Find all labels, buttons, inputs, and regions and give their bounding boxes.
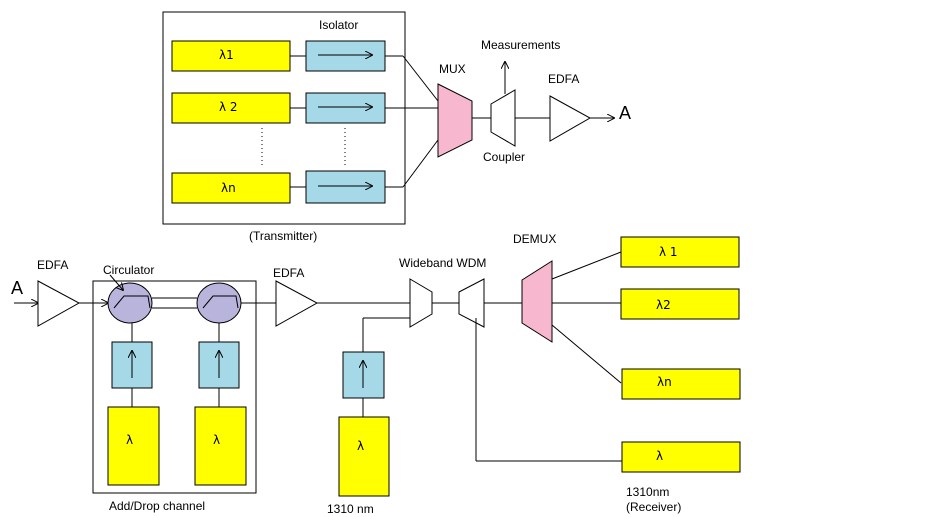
measurements-label: Measurements xyxy=(481,38,561,52)
coupler-label: Coupler xyxy=(483,150,526,164)
fiber xyxy=(551,324,622,384)
tx-isolator-2 xyxy=(305,92,386,124)
fiber xyxy=(402,139,439,188)
receiver-caption-line2: (Receiver) xyxy=(626,500,682,514)
tx-laser-2 xyxy=(171,92,291,124)
edfa-in-label: EDFA xyxy=(37,258,69,272)
amplifier-triangle-icon xyxy=(275,280,319,327)
rx-box-1310 xyxy=(621,441,741,473)
tx-isolator-n xyxy=(305,170,386,204)
tx-laser-n-label: λn xyxy=(221,181,236,195)
rx-box-n-label: λn xyxy=(657,375,672,389)
node-a-in-label: A xyxy=(11,278,24,298)
edfa-top-label: EDFA xyxy=(548,72,580,86)
circulator-label: Circulator xyxy=(103,263,155,277)
rx-box-1 xyxy=(620,236,740,268)
amplifier-triangle-icon xyxy=(549,95,592,142)
node-a-out-label: A xyxy=(619,103,632,123)
isolator-label: Isolator xyxy=(319,18,359,32)
wdm-label: Wideband WDM xyxy=(399,256,487,270)
transmitter-frame xyxy=(162,11,406,225)
coupler-trapezoid xyxy=(490,89,516,147)
adddrop-laser-2 xyxy=(194,406,247,486)
mux-label: MUX xyxy=(439,62,466,76)
source-1310-box-label: λ xyxy=(357,439,365,453)
callout-arrow xyxy=(109,274,123,290)
tx-laser-2-label: λ 2 xyxy=(219,100,238,114)
receiver-caption-line1: 1310nm xyxy=(626,485,670,499)
demux-trapezoid xyxy=(521,260,553,343)
tx-laser-1-label: λ1 xyxy=(219,48,234,62)
transmitter-caption: (Transmitter) xyxy=(249,229,318,243)
source-1310-laser xyxy=(338,416,390,497)
add-drop-frame xyxy=(92,280,257,494)
fiber xyxy=(402,55,439,102)
tx-isolator-1 xyxy=(305,40,386,72)
circulator-arrow xyxy=(202,295,239,309)
circulator-arrow xyxy=(113,295,151,309)
rx-box-2-label: λ2 xyxy=(656,298,671,312)
source-1310-label: 1310 nm xyxy=(327,502,374,516)
rx-box-1310-label: λ xyxy=(656,449,664,463)
circulator-icon xyxy=(196,282,242,324)
amplifier-triangle-icon xyxy=(37,280,81,327)
tx-laser-1 xyxy=(171,40,291,72)
demux-label: DEMUX xyxy=(513,232,557,246)
add-drop-caption: Add/Drop channel xyxy=(109,499,206,513)
fiber xyxy=(551,251,622,280)
tx-laser-n xyxy=(171,172,291,204)
adddrop-laser-2-label: λ xyxy=(213,433,221,447)
wdm-splitter xyxy=(458,278,485,328)
circulator-icon xyxy=(107,282,153,324)
rx-box-n xyxy=(621,368,741,400)
adddrop-laser-1 xyxy=(107,406,160,486)
wdm-combiner xyxy=(409,278,433,328)
edfa-mid-label: EDFA xyxy=(273,266,305,280)
mux-trapezoid xyxy=(437,83,473,158)
rx-box-2 xyxy=(620,288,740,320)
adddrop-laser-1-label: λ xyxy=(126,433,134,447)
rx-box-1-label: λ 1 xyxy=(659,245,678,259)
